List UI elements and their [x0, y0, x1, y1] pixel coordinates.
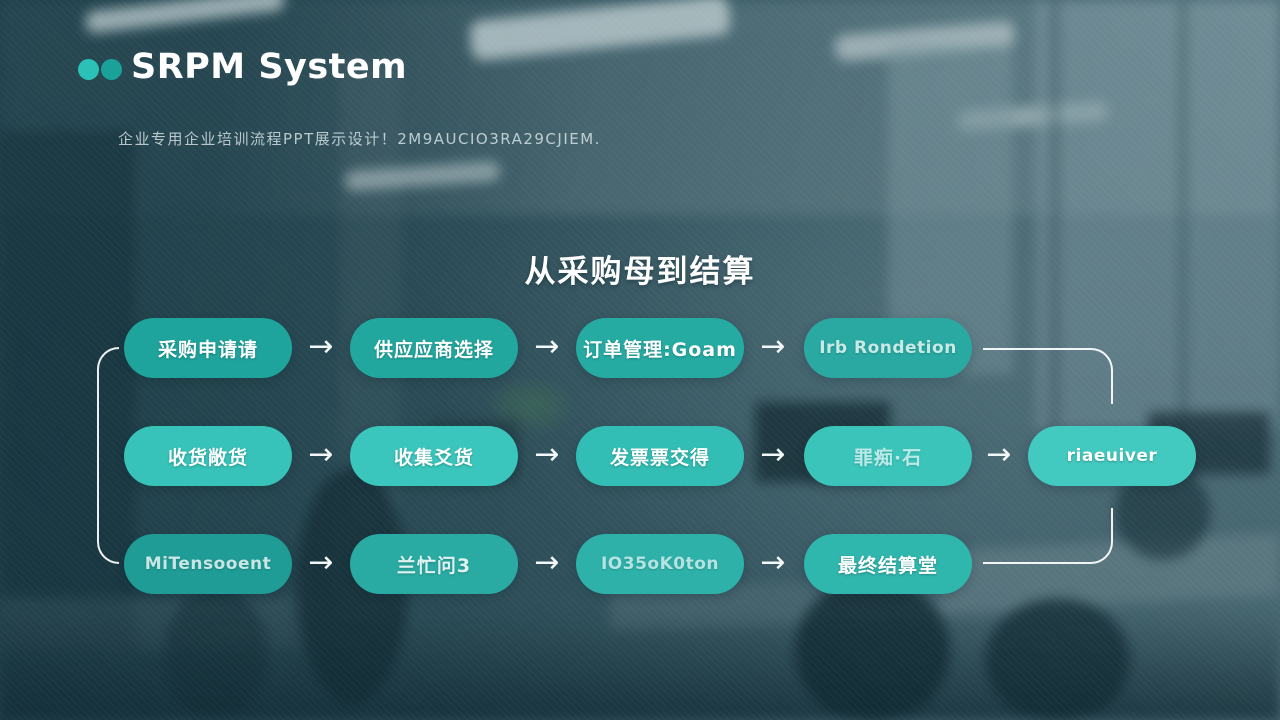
floor [0, 610, 1280, 720]
flow-step-label: IO35oK0ton [600, 554, 720, 574]
window-frame [1052, 0, 1058, 430]
flow-step-label: 最终结算堂 [837, 554, 938, 577]
flow-step-label: 采购申请请 [157, 338, 258, 361]
arrow-right-icon: → [308, 437, 334, 472]
flow-step-label: 收货敞货 [167, 446, 248, 469]
flow-step-final-settlement: 最终结算堂 [804, 534, 972, 594]
wall-partition [0, 130, 135, 650]
connector-left-bracket [97, 347, 119, 564]
flow-step-supplier-selection: 供应应商选择 [350, 318, 518, 378]
section-heading: 从采购母到结算 [524, 254, 756, 290]
flow-step-row3-2: 兰忙问3 [350, 534, 518, 594]
flow-step-label: 收集爻货 [393, 446, 474, 469]
flow-step-label: 供应应商选择 [373, 338, 494, 361]
flow-step-row3-3: IO35oK0ton [576, 534, 744, 594]
connector-right-bracket-bottom [983, 508, 1113, 564]
flow-step-goods-receipt: 收货敞货 [124, 426, 292, 486]
accent-dot-icon [78, 59, 99, 80]
flow-step-label: Irb Rondetion [819, 338, 957, 358]
flow-step-row3-1: MiTensooent [124, 534, 292, 594]
arrow-right-icon: → [308, 329, 334, 364]
flow-step-label: 订单管理:Goam [583, 338, 737, 361]
flow-step-label: riaeuiver [1066, 446, 1158, 466]
flow-step-row2-5: riaeuiver [1028, 426, 1196, 486]
flow-step-order-management: 订单管理:Goam [576, 318, 744, 378]
flow-step-row2-4: 罪痴·石 [804, 426, 972, 486]
arrow-right-icon: → [534, 329, 560, 364]
flow-step-procurement-request: 采购申请请 [124, 318, 292, 378]
flow-step-collect-delivery: 收集爻货 [350, 426, 518, 486]
arrow-right-icon: → [760, 545, 786, 580]
arrow-right-icon: → [760, 329, 786, 364]
flow-step-label: 罪痴·石 [853, 446, 923, 469]
flow-step-label: 兰忙问3 [396, 554, 472, 577]
accent-dot-icon [101, 59, 122, 80]
arrow-right-icon: → [986, 437, 1012, 472]
window-panel [1035, 0, 1280, 430]
slide-title: SRPM System [131, 47, 408, 87]
flow-step-label: 发票票交得 [609, 446, 710, 469]
arrow-right-icon: → [760, 437, 786, 472]
window-frame [1180, 0, 1186, 470]
flow-step-invoice: 发票票交得 [576, 426, 744, 486]
arrow-right-icon: → [534, 545, 560, 580]
slide-subtitle: 企业专用企业培训流程PPT展示设计！2M9AUCIO3RA29CJIEM. [118, 130, 601, 148]
connector-right-bracket-top [983, 348, 1113, 404]
arrow-right-icon: → [308, 545, 334, 580]
flow-step-label: MiTensooent [144, 554, 272, 574]
arrow-right-icon: → [534, 437, 560, 472]
flow-step-row1-4: Irb Rondetion [804, 318, 972, 378]
